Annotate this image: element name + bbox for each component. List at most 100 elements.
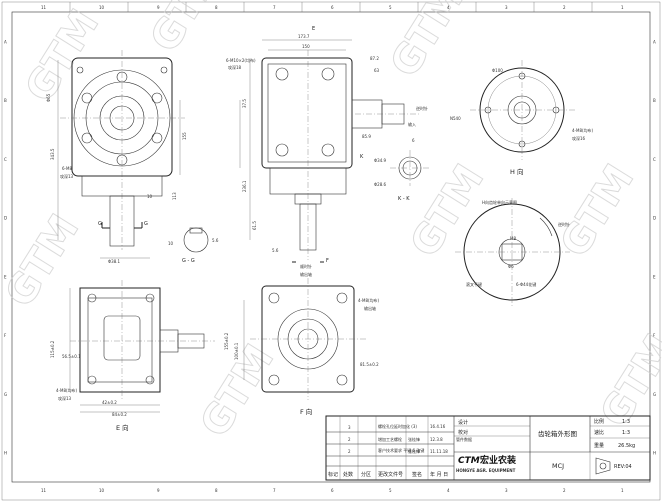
border-bottom-number: 1 [621, 488, 624, 493]
rev-headers: 标记 处数 分区 更改文件号 签名 年 月 日 [328, 471, 448, 478]
border-bottom-number: 6 [331, 488, 334, 493]
note-output-axis: 输出轴 [364, 305, 376, 311]
border-bottom-number: 5 [389, 488, 392, 493]
rev-row-2-mark: 2 [348, 437, 351, 442]
inner-frame [11, 11, 651, 483]
drawing-title: 齿轮箱外形图 [538, 429, 577, 438]
rev-row-3-desc: 客户技术要求 平键 6 改键 [378, 447, 424, 453]
note-output: 输出轴 [300, 271, 312, 277]
dim-5-6: 5.6 [212, 238, 219, 243]
ref-phi6: Φ6 [508, 264, 514, 269]
border-top-number: 10 [99, 5, 105, 10]
border-top-number: 3 [505, 5, 508, 10]
rev-row-2-desc: 增加工艺螺栓 [378, 436, 402, 442]
border-right-letter: E [653, 274, 656, 279]
border-left-letter: H [4, 451, 7, 456]
rev-row-2-date: 12.3.8 [430, 437, 443, 442]
note-6-m8: 6-M8 [62, 166, 72, 171]
h-view [470, 60, 575, 160]
dim-343-5: 343.5 [50, 148, 55, 160]
dim-150: 150 [302, 44, 310, 49]
rev-header-zone: 分区 [361, 471, 371, 478]
dim-100: 100±0.1 [234, 342, 239, 360]
rev-header-mark: 标记 [328, 471, 338, 478]
border-bottom-number: 10 [99, 488, 105, 493]
watermark-4: GTM [382, 0, 474, 85]
ratio-value: 1:3 [622, 430, 630, 436]
border-left-letter: E [4, 274, 7, 279]
dim-115: 115±0.2 [50, 340, 55, 358]
view-marker-f: F [326, 258, 329, 264]
note-m10-depth: 攻深18 [228, 64, 242, 70]
ref-m8: M8 [510, 236, 516, 241]
border-bottom-number: 3 [505, 488, 508, 493]
border-left-letter: B [4, 98, 7, 103]
dim-phi34-9: Φ34.9 [374, 158, 387, 163]
dim-37-5: 37.5 [242, 99, 247, 108]
projection-symbol [595, 457, 611, 475]
border-top-number: 7 [273, 5, 276, 10]
watermark-1: GTM [17, 2, 109, 111]
border-left-letter: C [4, 157, 7, 162]
border-left-letter: D [4, 216, 7, 221]
dim-113: 113 [172, 192, 177, 200]
note-rot-out: 顺时针 [300, 263, 312, 269]
section-marker-g-right: G [144, 221, 148, 227]
rev-header-sign: 签名 [412, 471, 422, 478]
border-bottom-number: 11 [41, 488, 47, 493]
part-number: MCJ [552, 462, 564, 470]
border-top-number: 4 [447, 5, 450, 10]
note-m8-side: 4-M8(均布) [56, 387, 78, 393]
border-left-letter: G [4, 392, 7, 397]
ref-6: 6 [412, 138, 415, 143]
design-label: 设计 [458, 419, 468, 426]
scale-value: 1:3 [622, 419, 630, 425]
border-bottom-number: 4 [447, 488, 450, 493]
check-label: 校对 [458, 429, 468, 436]
note-rot-ccw: 逆时针 [416, 105, 428, 111]
dim-155: 155 [182, 132, 187, 140]
border-right-letter: C [653, 157, 656, 162]
border-top-number: 8 [215, 5, 218, 10]
note-input: 输入 [408, 121, 416, 127]
rev-row-1-mark: 3 [348, 425, 351, 430]
rev-row-2-note: 管件数据 [456, 436, 472, 442]
border-top-number: 6 [331, 5, 334, 10]
rev-row-1-date: 16.4.16 [430, 424, 446, 429]
note-m8-depth: 攻深16 [572, 135, 586, 141]
dim-10: 10 [168, 241, 174, 246]
dim-phi100: Φ100 [492, 68, 503, 73]
label-e-view: E 向 [116, 423, 129, 432]
dim-56-5: 56.5±0.1 [62, 354, 81, 359]
note-m8-f: 4-M8(均布) [358, 297, 380, 303]
dim-63: 63 [374, 68, 380, 73]
ratio-label: 速比 [594, 429, 604, 436]
border-top-number: 1 [621, 5, 624, 10]
note-m10-holes: 6-M10×2(均布) [226, 57, 256, 63]
note-m8-side-depth: 攻深13 [58, 395, 72, 401]
border-top-number: 2 [563, 5, 566, 10]
border-right-letter: D [653, 216, 656, 221]
dim-42: 42±0.2 [102, 400, 117, 405]
view-marker-e: E [312, 26, 315, 32]
f-view [243, 278, 366, 400]
border-bottom-number: 2 [563, 488, 566, 493]
watermark-2: GTM [0, 207, 88, 316]
dim-155-f: 155±0.2 [224, 332, 229, 350]
spline-section-kk [390, 150, 430, 186]
border-right-letter: F [653, 333, 656, 338]
rev-header-date: 年 月 日 [430, 471, 448, 478]
border-top-number: 11 [41, 5, 47, 10]
border-right-letter: A [653, 39, 656, 44]
border-right-letter: G [653, 392, 656, 397]
dim-173-7: 173.7 [298, 34, 310, 39]
border-right-letter: B [653, 98, 656, 103]
scale-label: 比例 [594, 418, 604, 425]
border-right-letter: H [653, 451, 656, 456]
border-bottom-number: 9 [157, 488, 160, 493]
weight-label: 重量 [594, 442, 604, 449]
front-view-topleft [57, 50, 185, 259]
watermark-3: GTM [142, 0, 234, 60]
border-top-number: 5 [389, 5, 392, 10]
border-left-letter: F [4, 333, 7, 338]
